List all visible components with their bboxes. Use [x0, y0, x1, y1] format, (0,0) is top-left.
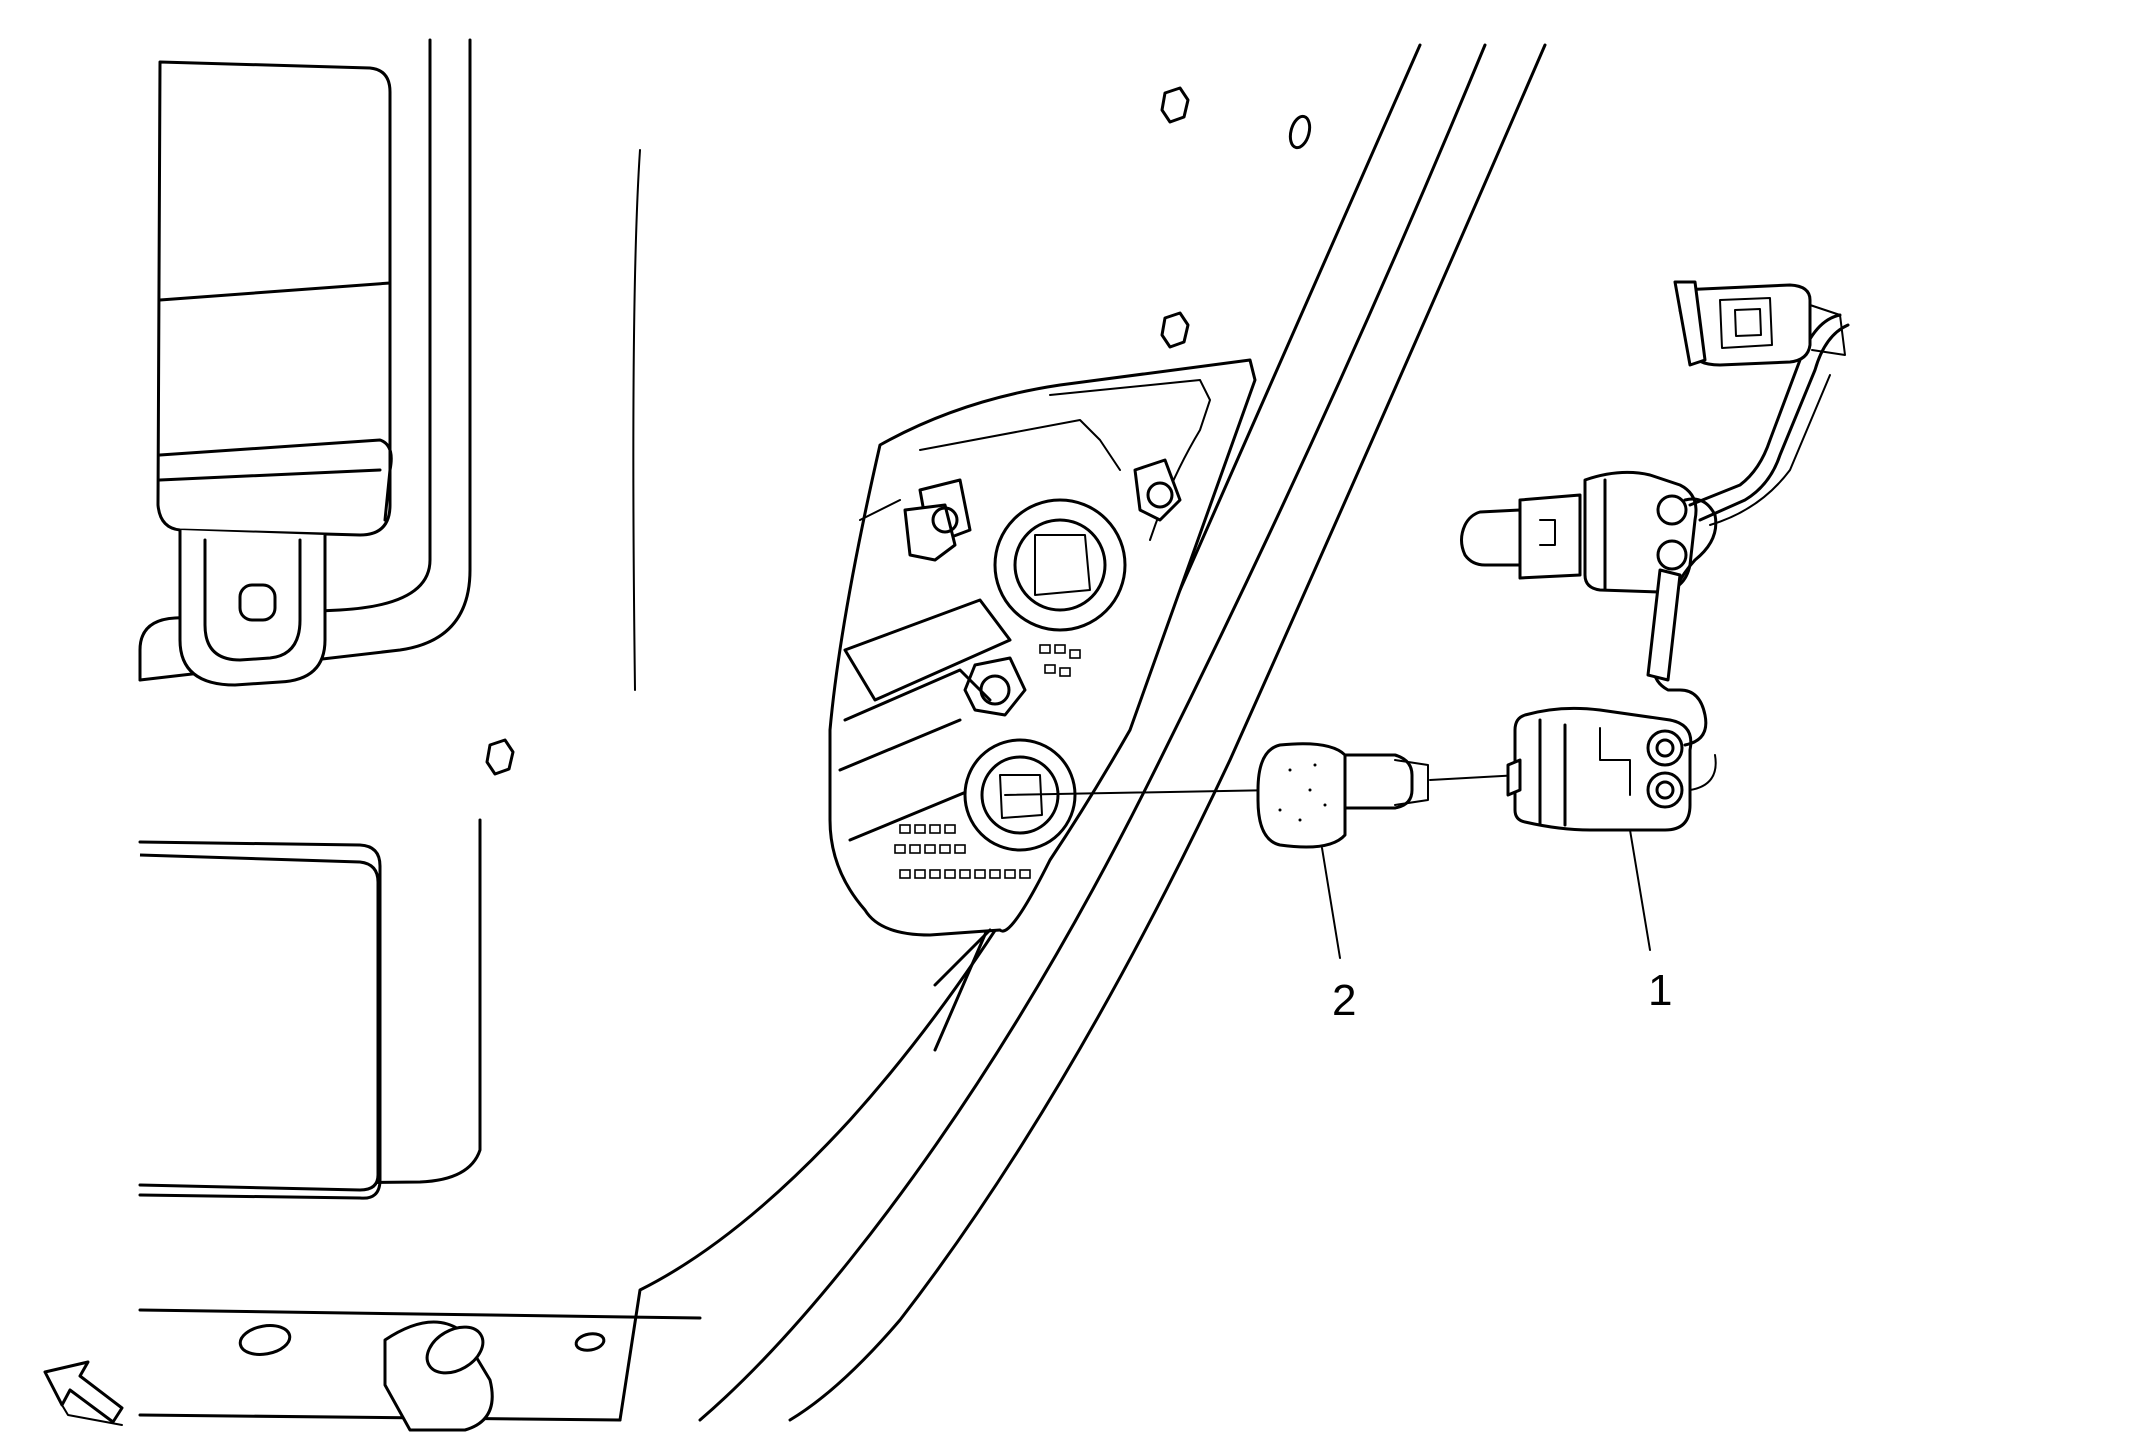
callout-leaders	[1321, 829, 1651, 959]
trim-insert-upper	[156, 60, 393, 687]
bulb	[1256, 742, 1429, 849]
callout-2: 2	[1332, 976, 1356, 1025]
trim-insert-lower	[139, 853, 380, 1192]
harness-connector	[1673, 280, 1846, 367]
second-socket-assembly	[1460, 470, 1698, 594]
exploded-centerline	[1004, 774, 1521, 796]
body-side-panel	[138, 38, 702, 1422]
front-direction-arrow-icon	[43, 1360, 124, 1426]
body-plug	[238, 1320, 606, 1432]
lamp-housing	[828, 358, 1257, 987]
leader-line-1	[1629, 829, 1651, 951]
housing-grille	[894, 644, 1081, 879]
body-fasteners	[485, 86, 1312, 776]
wiring-harness	[1646, 313, 1850, 791]
callout-1: 1	[1648, 966, 1672, 1015]
bulb-socket	[1506, 706, 1693, 832]
leader-line-2	[1321, 847, 1341, 959]
